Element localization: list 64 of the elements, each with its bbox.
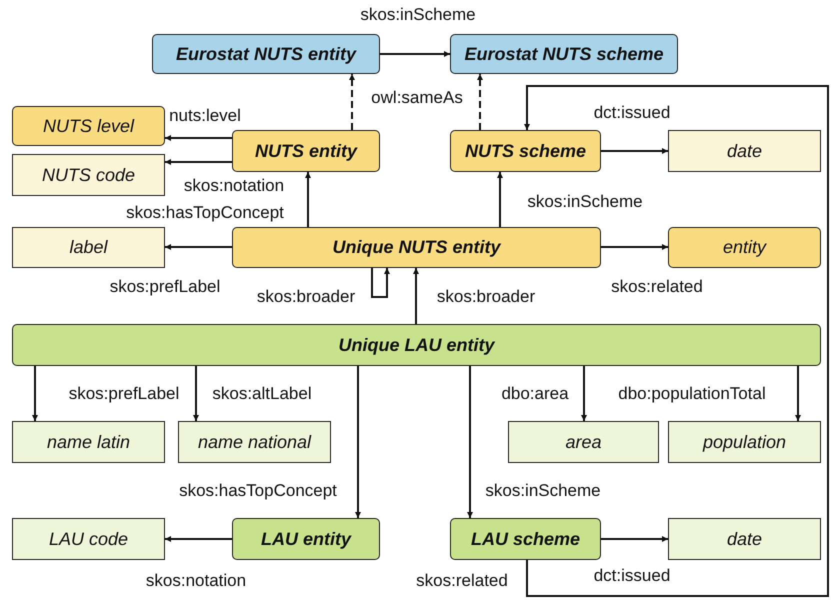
node-label: NUTS level [42, 116, 134, 136]
arrow [165, 135, 232, 141]
node-label: label [69, 237, 108, 258]
value-box [12, 421, 165, 463]
arrow [305, 172, 311, 227]
arrow [795, 366, 801, 421]
arrow [165, 244, 232, 250]
value-box [668, 227, 821, 268]
node-label: Unique NUTS entity [332, 237, 500, 258]
arrow [165, 536, 232, 542]
value-box [668, 421, 821, 463]
node-label: Unique LAU entity [338, 334, 494, 356]
node-label: LAU code [48, 528, 128, 550]
arrow [165, 159, 232, 165]
node-label: LAU entity [261, 528, 351, 550]
node-label: NUTS scheme [464, 140, 586, 162]
arrow [467, 366, 473, 518]
value-box [668, 518, 821, 560]
value-box [12, 227, 165, 268]
value-box [12, 106, 165, 146]
edge-label: skos:hasTopConcept [124, 203, 286, 223]
node-label: entity [722, 237, 766, 258]
class-box [152, 34, 380, 74]
node-label: population [702, 432, 786, 452]
node-label: area [565, 432, 602, 452]
arrow [371, 268, 390, 298]
node-label: name national [198, 432, 312, 452]
value-box [12, 518, 165, 560]
arrow [32, 366, 38, 421]
class-box [12, 324, 821, 366]
node-label: LAU scheme [470, 528, 580, 550]
dashed-arrow [349, 74, 355, 130]
arrow [355, 366, 361, 518]
node-label: Eurostat NUTS entity [176, 44, 356, 64]
node-label: date [726, 140, 762, 162]
node-label: NUTS code [42, 164, 136, 186]
class-box [450, 518, 601, 560]
arrow [601, 244, 668, 250]
value-box [12, 154, 165, 196]
arrow [193, 366, 199, 421]
node-label: Eurostat NUTS scheme [464, 44, 664, 64]
value-box [508, 421, 659, 463]
edge-label: skos:prefLabel [66, 384, 182, 404]
arrow [601, 148, 668, 154]
class-box [232, 518, 380, 560]
edge-label: skos:prefLabel [108, 277, 222, 297]
arrow [524, 85, 829, 597]
arrow [497, 172, 503, 227]
edge-label: skos:hasTopConcept [177, 481, 339, 501]
arrow [601, 536, 668, 542]
class-box [232, 227, 601, 268]
dashed-arrow [477, 74, 483, 130]
value-box [178, 421, 331, 463]
arrow [581, 366, 587, 421]
class-box [450, 34, 678, 74]
edge-label: dbo:populationTotal [616, 384, 768, 404]
node-label: name latin [46, 432, 130, 452]
arrow [413, 268, 419, 324]
class-box [232, 130, 380, 172]
node-label: NUTS entity [254, 140, 357, 162]
arrow [380, 51, 450, 57]
class-box [450, 130, 601, 172]
value-box [668, 130, 821, 172]
node-label: date [726, 528, 762, 550]
